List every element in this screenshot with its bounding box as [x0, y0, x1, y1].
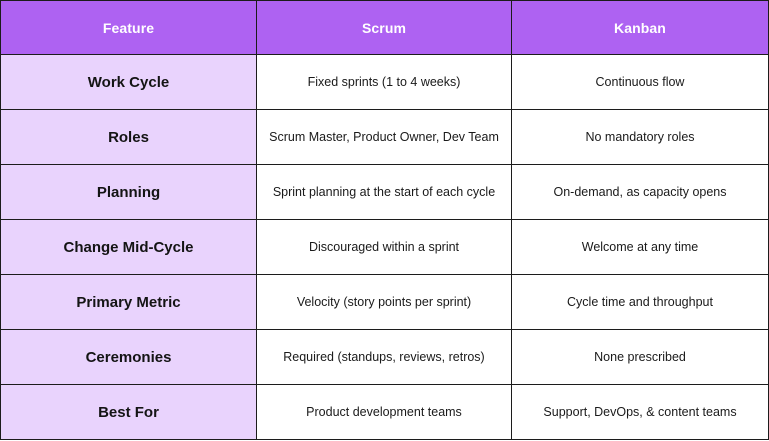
table-row: Best For Product development teams Suppo… — [0, 384, 769, 440]
header-kanban: Kanban — [511, 0, 769, 55]
table-header-row: Feature Scrum Kanban — [0, 0, 769, 55]
feature-cell: Roles — [0, 109, 257, 165]
table-row: Primary Metric Velocity (story points pe… — [0, 274, 769, 330]
scrum-cell: Sprint planning at the start of each cyc… — [256, 164, 512, 220]
table-row: Planning Sprint planning at the start of… — [0, 164, 769, 220]
kanban-cell: No mandatory roles — [511, 109, 769, 165]
table-row: Roles Scrum Master, Product Owner, Dev T… — [0, 109, 769, 165]
scrum-cell: Required (standups, reviews, retros) — [256, 329, 512, 385]
header-feature: Feature — [0, 0, 257, 55]
feature-cell: Best For — [0, 384, 257, 440]
scrum-cell: Discouraged within a sprint — [256, 219, 512, 275]
feature-cell: Work Cycle — [0, 54, 257, 110]
table-row: Change Mid-Cycle Discouraged within a sp… — [0, 219, 769, 275]
feature-cell: Planning — [0, 164, 257, 220]
feature-cell: Change Mid-Cycle — [0, 219, 257, 275]
kanban-cell: Welcome at any time — [511, 219, 769, 275]
scrum-cell: Velocity (story points per sprint) — [256, 274, 512, 330]
kanban-cell: Cycle time and throughput — [511, 274, 769, 330]
scrum-cell: Product development teams — [256, 384, 512, 440]
table-row: Ceremonies Required (standups, reviews, … — [0, 329, 769, 385]
scrum-cell: Scrum Master, Product Owner, Dev Team — [256, 109, 512, 165]
kanban-cell: On-demand, as capacity opens — [511, 164, 769, 220]
scrum-cell: Fixed sprints (1 to 4 weeks) — [256, 54, 512, 110]
table-row: Work Cycle Fixed sprints (1 to 4 weeks) … — [0, 54, 769, 110]
kanban-cell: Continuous flow — [511, 54, 769, 110]
kanban-cell: None prescribed — [511, 329, 769, 385]
feature-cell: Ceremonies — [0, 329, 257, 385]
feature-cell: Primary Metric — [0, 274, 257, 330]
header-scrum: Scrum — [256, 0, 512, 55]
kanban-cell: Support, DevOps, & content teams — [511, 384, 769, 440]
